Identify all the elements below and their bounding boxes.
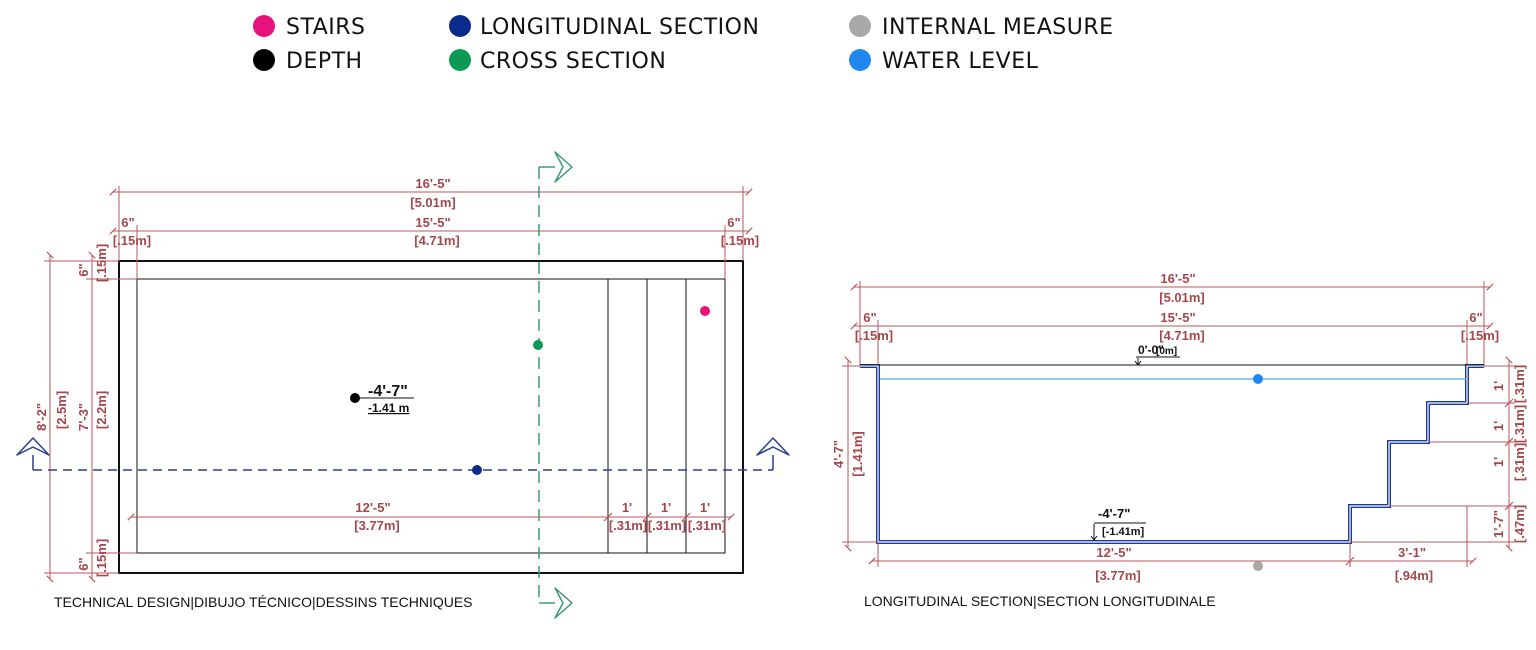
plan-dim-tick-608 <box>603 512 613 522</box>
section-rise3-m: [.47m] <box>1512 505 1527 543</box>
legend-depth-dot <box>253 49 275 71</box>
section-view: 16'-5" [5.01m] 15'-5" [4.71m] 6" [.15m] … <box>831 271 1527 609</box>
section-water-marker <box>1253 374 1263 384</box>
section-rise3: 1'-7" <box>1491 510 1506 538</box>
legend-internal-label: INTERNAL MEASURE <box>882 15 1114 40</box>
plan-dim-tick-686 <box>681 512 691 522</box>
section-stair-run: 3'-1" <box>1398 545 1426 560</box>
section-depth-side: 4'-7" <box>831 440 846 468</box>
plan-step1: 1' <box>622 500 632 515</box>
section-rise2-m: [.31m] <box>1512 405 1527 443</box>
plan-inner-pool <box>136 278 726 554</box>
plan-wall-bottom-m: [.15m] <box>94 539 109 577</box>
plan-wall-right-m: [.15m] <box>721 233 759 248</box>
plan-inner-width-m: [2.2m] <box>94 391 109 429</box>
section-depth: -4'-7" <box>1098 506 1130 521</box>
section-inner-length: 15'-5" <box>1160 310 1195 325</box>
plan-cross-arrow-top-icon <box>554 151 573 183</box>
plan-caption: TECHNICAL DESIGN|DIBUJO TÉCNICO|DESSINS … <box>54 594 473 610</box>
section-pool-profile <box>860 364 1484 544</box>
legend-cross-label: CROSS SECTION <box>480 49 666 74</box>
section-depth-side-m: [1.41m] <box>850 431 865 477</box>
section-floor-length: 12'-5" <box>1096 545 1131 560</box>
section-wall-right: 6" <box>1469 310 1482 325</box>
section-floor-length-m: [3.77m] <box>1095 568 1141 583</box>
section-overall-length-m: [5.01m] <box>1159 290 1205 305</box>
section-wall-left-m: [.15m] <box>855 328 893 343</box>
plan-wall-left-m: [.15m] <box>113 233 151 248</box>
plan-stairs-marker <box>700 306 710 316</box>
plan-inner-length-m: [4.71m] <box>414 233 460 248</box>
plan-depth-value: -4'-7" <box>368 383 408 400</box>
section-water-level: 0'-0" <box>1138 343 1164 357</box>
plan-wall-top-m: [.15m] <box>94 244 109 282</box>
plan-longitudinal-arrow-left-icon <box>16 437 50 456</box>
plan-floor-length-m: [3.77m] <box>354 518 400 533</box>
plan-wall-bottom: 6" <box>76 557 91 570</box>
section-water-level-m: [0m] <box>1156 346 1177 357</box>
legend-water-label: WATER LEVEL <box>882 49 1039 74</box>
plan-inner-width: 7'-3" <box>76 403 91 431</box>
section-inner-length-m: [4.71m] <box>1159 328 1205 343</box>
legend-internal-dot <box>849 15 871 37</box>
plan-wall-right: 6" <box>727 215 740 230</box>
section-rise1: 1' <box>1491 381 1506 391</box>
plan-overall-length-m: [5.01m] <box>410 195 456 210</box>
section-internal-measure-marker <box>1253 561 1263 571</box>
plan-wall-top: 6" <box>76 263 91 276</box>
plan-view: 16'-5" [5.01m] 15'-5" [4.71m] 6" [.15m] … <box>16 151 790 619</box>
plan-outer-wall <box>118 260 744 574</box>
section-caption: LONGITUDINAL SECTION|SECTION LONGITUDINA… <box>864 593 1216 609</box>
plan-wall-left: 6" <box>121 215 134 230</box>
legend-longitudinal-dot <box>449 15 471 37</box>
section-wall-right-m: [.15m] <box>1461 328 1499 343</box>
section-overall-length: 16'-5" <box>1160 271 1195 286</box>
plan-dim-tick-647 <box>642 512 652 522</box>
section-depth-m: [-1.41m] <box>1102 526 1145 538</box>
legend-water-dot <box>849 49 871 71</box>
plan-step1-m: [.31m] <box>609 518 647 533</box>
plan-floor-length: 12'-5" <box>355 500 390 515</box>
section-depth-arrow-icon <box>1090 524 1098 541</box>
section-rise2b-m: [.31m] <box>1512 443 1527 481</box>
plan-step2-m: [.31m] <box>648 518 686 533</box>
legend-stairs-dot <box>253 15 275 37</box>
plan-cross-arrow-bottom-icon <box>554 587 573 619</box>
plan-step3-m: [.31m] <box>688 518 726 533</box>
legend-stairs-label: STAIRS <box>286 15 365 40</box>
legend-depth-label: DEPTH <box>286 49 363 74</box>
section-stair-run-m: [.94m] <box>1395 568 1433 583</box>
plan-cross-section-marker <box>533 340 543 350</box>
plan-overall-width: 8'-2" <box>34 403 49 431</box>
plan-longitudinal-arrow-right-icon <box>756 437 790 456</box>
plan-longitudinal-marker <box>472 465 482 475</box>
plan-step2: 1' <box>661 500 671 515</box>
plan-overall-length: 16'-5" <box>415 176 450 191</box>
plan-depth-value-m: -1.41 m <box>368 401 409 415</box>
legend-cross-dot <box>449 49 471 71</box>
plan-step3: 1' <box>700 500 710 515</box>
section-wall-left: 6" <box>863 310 876 325</box>
section-rise1-m: [.31m] <box>1512 365 1527 403</box>
plan-inner-length: 15'-5" <box>415 215 450 230</box>
section-rise2: 1' <box>1491 421 1506 431</box>
section-pool-profile-inner <box>860 365 1484 543</box>
section-water-level-arrow-icon <box>1134 358 1142 366</box>
legend-longitudinal-label: LONGITUDINAL SECTION <box>480 15 759 40</box>
section-rise2b: 1' <box>1491 457 1506 467</box>
legend: STAIRS DEPTH LONGITUDINAL SECTION CROSS … <box>253 15 1114 74</box>
plan-overall-width-m: [2.5m] <box>54 391 69 429</box>
